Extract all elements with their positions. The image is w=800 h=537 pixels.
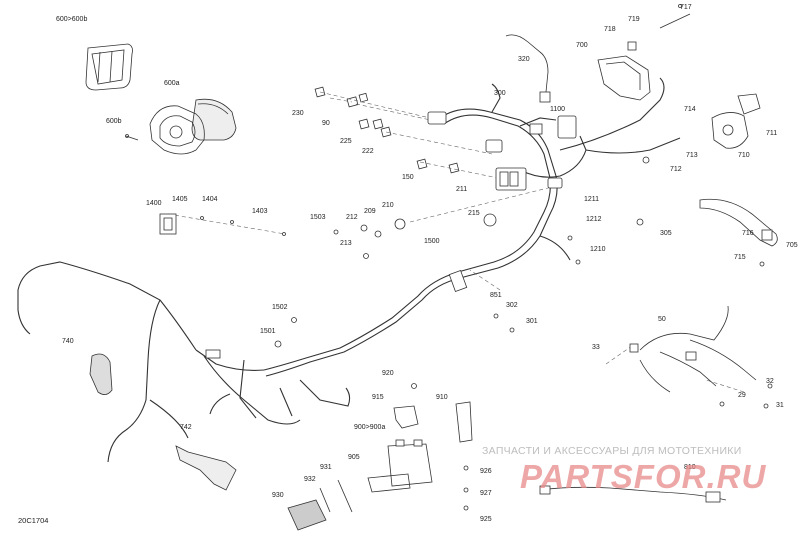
callout-931: 931 xyxy=(320,464,332,471)
callout-1503: 1503 xyxy=(310,214,326,221)
callout-915: 915 xyxy=(372,394,384,401)
callout-211: 211 xyxy=(456,186,468,193)
screw-600b xyxy=(125,134,139,141)
callout-1211: 1211 xyxy=(584,196,600,203)
callout-213: 213 xyxy=(340,240,352,247)
harness-50 xyxy=(629,305,757,393)
bracket-910 xyxy=(455,401,473,443)
callout-600-600b: 600>600b xyxy=(56,16,88,23)
callout-714: 714 xyxy=(684,106,696,113)
callout-705: 705 xyxy=(786,242,798,249)
callout-300: 300 xyxy=(494,90,506,97)
rods-931-932 xyxy=(319,479,353,513)
connector-blocks xyxy=(314,86,460,174)
callout-29: 29 xyxy=(738,392,746,399)
callout-33: 33 xyxy=(592,344,600,351)
cluster-cover-part xyxy=(191,98,237,141)
callout-600b: 600b xyxy=(106,118,122,125)
callout-927: 927 xyxy=(480,490,492,497)
callout-910: 910 xyxy=(436,394,448,401)
callout-715: 715 xyxy=(734,254,746,261)
callout-320: 320 xyxy=(518,56,530,63)
watermark-tagline: ЗАПЧАСТИ И АКСЕССУАРЫ ДЛЯ МОТОТЕХНИКИ xyxy=(482,445,742,457)
sensor-710-711 xyxy=(711,93,761,149)
harness-connectors xyxy=(205,111,577,359)
callout-90: 90 xyxy=(322,120,330,127)
cable-320 xyxy=(505,34,551,103)
main-wiring-harness xyxy=(17,77,681,463)
callout-905: 905 xyxy=(348,454,360,461)
callout-718: 718 xyxy=(604,26,616,33)
leader-dashes xyxy=(167,91,745,393)
callout-900-900a: 900>900a xyxy=(354,424,386,431)
callout-851: 851 xyxy=(490,292,502,299)
callout-716: 716 xyxy=(742,230,754,237)
callout-710: 710 xyxy=(738,152,750,159)
callout-215: 215 xyxy=(468,210,480,217)
watermark-logo-text: PARTSFOR.RU xyxy=(520,458,767,495)
diagram-code: 20C1704 xyxy=(18,516,49,525)
callout-222: 222 xyxy=(362,148,374,155)
callout-810: 810 xyxy=(684,464,696,471)
callout-930: 930 xyxy=(272,492,284,499)
holder-915 xyxy=(393,405,419,429)
callout-719: 719 xyxy=(628,16,640,23)
callout-713: 713 xyxy=(686,152,698,159)
callout-212: 212 xyxy=(346,214,358,221)
callout-1210: 1210 xyxy=(590,246,606,253)
small-fasteners xyxy=(200,4,773,511)
guard-742 xyxy=(175,445,237,491)
cable-810 xyxy=(539,485,727,503)
callout-1501: 1501 xyxy=(260,328,276,335)
callout-1400: 1400 xyxy=(146,200,162,207)
callout-600a: 600a xyxy=(164,80,180,87)
callout-742: 742 xyxy=(180,424,192,431)
callout-932: 932 xyxy=(304,476,316,483)
callout-1404: 1404 xyxy=(202,196,218,203)
callout-210: 210 xyxy=(382,202,394,209)
callout-32: 32 xyxy=(766,378,774,385)
callout-740: 740 xyxy=(62,338,74,345)
callout-230: 230 xyxy=(292,110,304,117)
callout-920: 920 xyxy=(382,370,394,377)
callout-150: 150 xyxy=(402,174,414,181)
switch-1400 xyxy=(159,213,177,235)
callout-209: 209 xyxy=(364,208,376,215)
battery-900 xyxy=(387,439,433,487)
callout-50: 50 xyxy=(658,316,666,323)
callout-926: 926 xyxy=(480,468,492,475)
cluster-lens-part xyxy=(85,43,133,91)
callout-1100: 1100 xyxy=(550,106,566,113)
callout-302: 302 xyxy=(506,302,518,309)
callout-1403: 1403 xyxy=(252,208,268,215)
lamp-740 xyxy=(89,353,113,395)
bracket-700 xyxy=(597,13,691,101)
callout-1212: 1212 xyxy=(586,216,602,223)
callout-31: 31 xyxy=(776,402,784,409)
strap-905 xyxy=(367,473,411,493)
callout-225: 225 xyxy=(340,138,352,145)
callout-925: 925 xyxy=(480,516,492,523)
cluster-bezel-part xyxy=(149,105,205,155)
callout-700: 700 xyxy=(576,42,588,49)
callout-1405: 1405 xyxy=(172,196,188,203)
callout-712: 712 xyxy=(670,166,682,173)
callout-1502: 1502 xyxy=(272,304,288,311)
box-930 xyxy=(287,499,327,531)
callout-305: 305 xyxy=(660,230,672,237)
arm-705 xyxy=(699,198,778,247)
callout-301: 301 xyxy=(526,318,538,325)
callout-711: 711 xyxy=(766,130,778,137)
callout-1500: 1500 xyxy=(424,238,440,245)
callout-717: 717 xyxy=(680,4,692,11)
